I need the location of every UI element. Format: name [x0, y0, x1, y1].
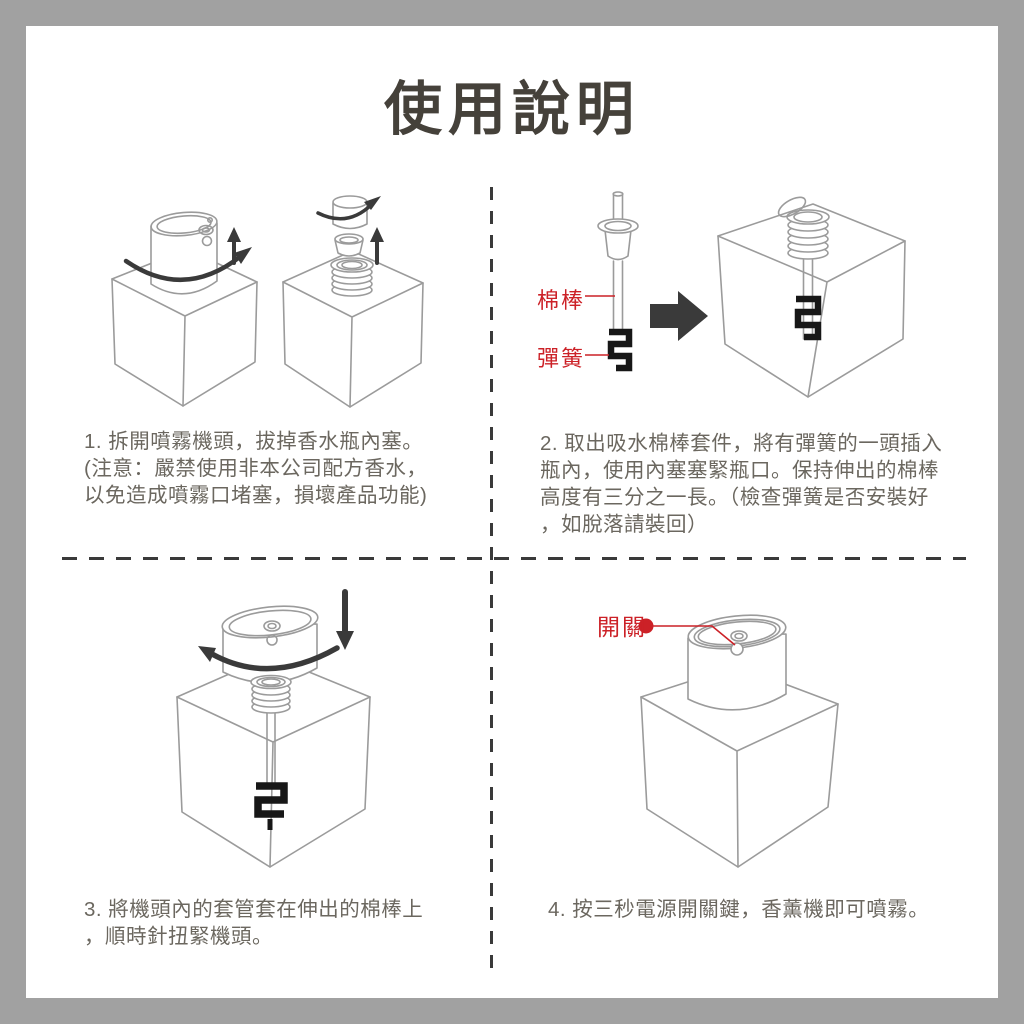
caption-line: ，順時針扭緊機頭。 [84, 925, 273, 948]
page-title: 使用說明 [383, 77, 640, 142]
caption-line: 瓶內，使用內塞塞緊瓶口。保持伸出的棉棒 [540, 459, 939, 482]
rotate-arrow-icon [316, 196, 381, 221]
threaded-neck-icon [330, 257, 374, 297]
swab-tube-icon [254, 703, 288, 830]
caption-line: 以免造成噴霧口堵塞，損壞產品功能) [84, 484, 428, 507]
step-4-caption: 4. 按三秒電源開關鍵，香薰機即可噴霧。 [548, 896, 929, 923]
cotton-swab-assembly-icon [597, 191, 639, 372]
threaded-neck-icon [250, 674, 292, 714]
step1-illustration [111, 195, 424, 408]
step-2-caption: 2. 取出吸水棉棒套件，將有彈簧的一頭插入 瓶內，使用內塞塞緊瓶口。保持伸出的棉… [540, 430, 942, 538]
caption-line: ，如脫落請裝回） [540, 513, 708, 536]
step-1-caption: 1. 拆開噴霧機頭，拔掉香水瓶內塞。 (注意：嚴禁使用非本公司配方香水， 以免造… [84, 428, 427, 509]
red-dot-icon [638, 618, 654, 634]
step-3-caption: 3. 將機頭內的套管套在伸出的棉棒上 ，順時針扭緊機頭。 [84, 896, 423, 950]
machine-head-icon [687, 614, 787, 711]
caption-line: 1. 拆開噴霧機頭，拔掉香水瓶內塞。 [84, 430, 424, 453]
up-arrow-icon [370, 227, 384, 265]
cotton-swab-label: 棉棒 [537, 288, 586, 313]
spring-label: 彈簧 [537, 346, 586, 371]
right-arrow-icon [650, 291, 708, 341]
horizontal-dashed-divider [62, 557, 966, 560]
spring-icon [794, 295, 822, 341]
power-switch-label: 開關 [597, 614, 647, 640]
caption-line: (注意：嚴禁使用非本公司配方香水， [84, 457, 428, 480]
step2-illustration [585, 191, 906, 398]
down-arrow-icon [336, 589, 354, 650]
instruction-sheet: 使用說明 [26, 26, 998, 998]
power-switch-button [730, 642, 744, 656]
switch-callout [638, 618, 736, 646]
spring-icon [254, 782, 288, 818]
up-arrow-icon [227, 227, 241, 265]
caption-line: 3. 將機頭內的套管套在伸出的棉棒上 [84, 898, 424, 921]
spring-icon [607, 328, 633, 372]
caption-line: 高度有三分之一長。（檢查彈簧是否安裝好 [540, 486, 929, 509]
rotate-arrow-icon [123, 247, 252, 282]
inner-stopper-icon [334, 233, 364, 257]
caption-line: 2. 取出吸水棉棒套件，將有彈簧的一頭插入 [540, 432, 943, 455]
step4-illustration [638, 614, 839, 868]
vertical-dashed-divider [490, 187, 493, 972]
bottle-with-swab-icon [717, 196, 906, 398]
caption-line: 4. 按三秒電源開關鍵，香薰機即可噴霧。 [548, 898, 930, 921]
rotate-arrow-icon [198, 645, 340, 672]
step3-illustration [176, 589, 371, 868]
